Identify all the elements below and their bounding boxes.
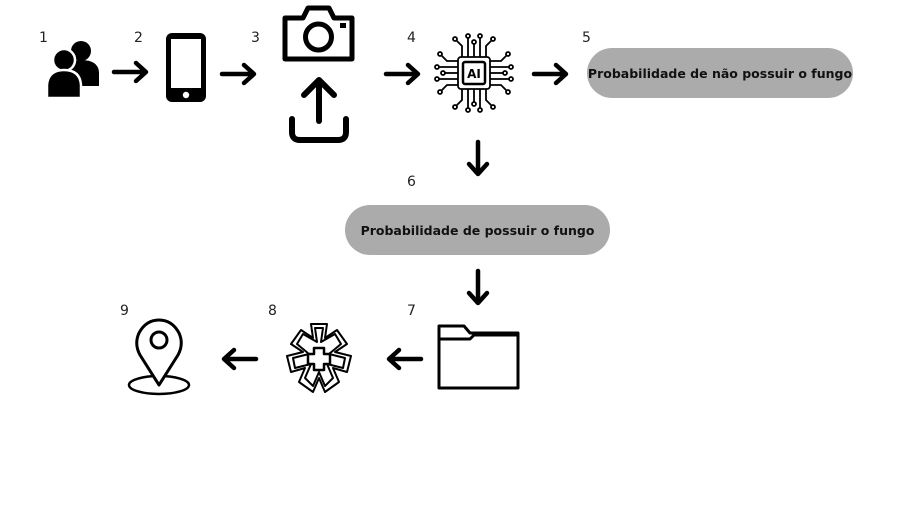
step-number-5: 5 — [582, 30, 591, 46]
arrow-right-3 — [383, 62, 421, 86]
step-number-2: 2 — [134, 30, 143, 46]
outcome-has-fungus: Probabilidade de possuir o fungo — [345, 205, 610, 255]
arrow-left-1 — [386, 347, 424, 371]
folder-icon — [437, 324, 520, 390]
arrow-left-2 — [221, 347, 259, 371]
ai-chip-icon: AI — [434, 33, 514, 113]
medical-cross-icon — [286, 323, 352, 393]
step-number-8: 8 — [268, 303, 277, 319]
step-number-9: 9 — [120, 303, 129, 319]
arrow-right-1 — [111, 60, 149, 84]
step-number-1: 1 — [39, 30, 48, 46]
users-icon — [45, 41, 99, 100]
arrow-right-4 — [531, 62, 569, 86]
camera-icon — [282, 5, 355, 62]
outcome-no-fungus: Probabilidade de não possuir o fungo — [587, 48, 853, 98]
arrow-down-2 — [466, 268, 490, 306]
step-number-6: 6 — [407, 174, 416, 190]
upload-icon — [289, 77, 349, 143]
smartphone-icon — [166, 33, 206, 102]
arrow-right-2 — [219, 62, 257, 86]
step-number-3: 3 — [251, 30, 260, 46]
arrow-down-1 — [466, 139, 490, 177]
ai-chip-label: AI — [467, 67, 481, 81]
location-pin-icon — [127, 318, 191, 396]
step-number-7: 7 — [407, 303, 416, 319]
step-number-4: 4 — [407, 30, 416, 46]
